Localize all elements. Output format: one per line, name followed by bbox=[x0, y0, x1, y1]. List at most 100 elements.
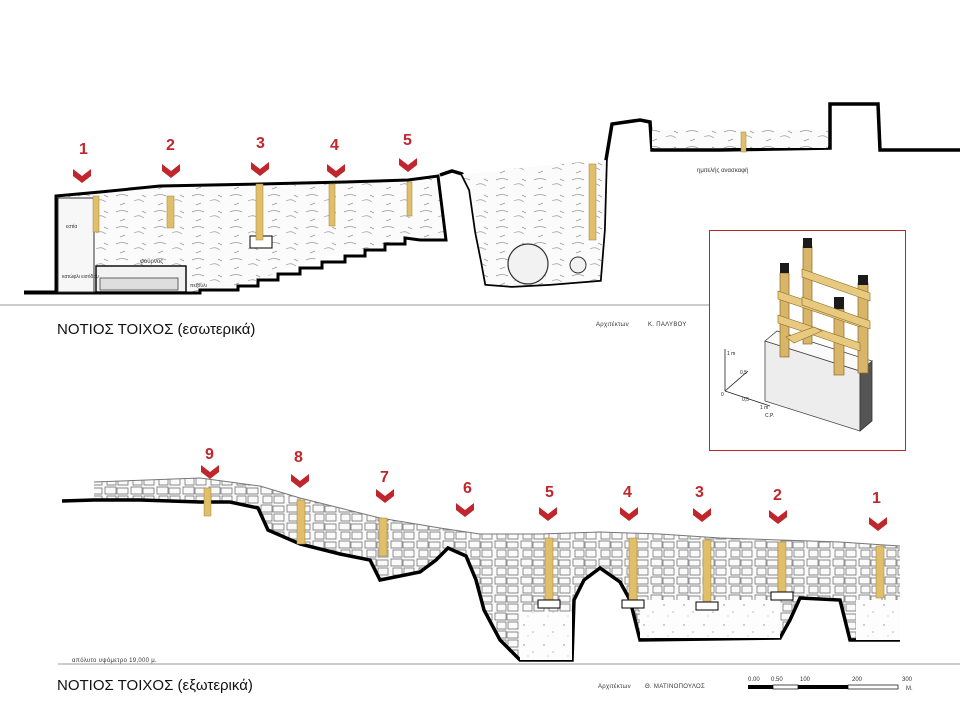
bottom-marker-2-chevron bbox=[769, 510, 787, 524]
post-cap-3 bbox=[834, 297, 844, 309]
axis-label-1m-vertical: 1 m bbox=[727, 351, 735, 357]
top-elevation bbox=[0, 102, 960, 306]
bottom-beam-4 bbox=[628, 537, 638, 601]
scale-seg-2 bbox=[772, 684, 799, 690]
scale-bar: 0.00 0.50 100 200 300 M. bbox=[748, 677, 913, 692]
partial-excavation-label: ημιτελής ανασκαφή bbox=[697, 167, 748, 174]
threshold-label: κατώφλι εισόδου bbox=[62, 273, 99, 280]
top-marker-1-number: 1 bbox=[79, 141, 88, 158]
top-marker-1-chevron bbox=[73, 169, 91, 183]
top-marker-4: 4 bbox=[327, 137, 345, 178]
top-marker-3-number: 3 bbox=[256, 135, 265, 152]
top-marker-1: 1 bbox=[73, 141, 91, 183]
round-stone bbox=[569, 256, 587, 274]
post-cap-2 bbox=[803, 238, 812, 248]
bottom-marker-9: 9 bbox=[201, 446, 219, 479]
beam-base-4 bbox=[621, 599, 645, 609]
bottom-marker-4: 4 bbox=[620, 484, 638, 521]
bottom-marker-6: 6 bbox=[456, 480, 474, 517]
bottom-architect-label: Αρχιτέκτων bbox=[598, 684, 631, 690]
top-marker-2: 2 bbox=[162, 137, 180, 178]
rubble-zone-c bbox=[856, 600, 900, 640]
beam-bases bbox=[537, 591, 794, 611]
bottom-marker-9-number: 9 bbox=[205, 446, 214, 463]
top-marker-2-number: 2 bbox=[166, 137, 175, 154]
bottom-marker-3-chevron bbox=[693, 508, 711, 522]
top-marker-4-number: 4 bbox=[330, 137, 339, 154]
bottom-beam-2 bbox=[777, 541, 787, 593]
top-beam-5 bbox=[406, 181, 413, 217]
bottom-marker-5-chevron bbox=[539, 507, 557, 521]
bottom-marker-8-number: 8 bbox=[294, 449, 303, 466]
bottom-marker-2-number: 2 bbox=[773, 487, 782, 504]
top-wall-body bbox=[24, 176, 446, 292]
top-beam-partial bbox=[740, 131, 747, 153]
top-beam-4 bbox=[328, 183, 336, 227]
bottom-marker-6-number: 6 bbox=[463, 480, 472, 497]
rubble-zone-a bbox=[520, 612, 572, 660]
hearth-label: εστία bbox=[66, 224, 77, 230]
beam-base-5 bbox=[537, 599, 561, 609]
bottom-elevation: 0.00 0.50 100 200 300 M. bbox=[58, 477, 960, 692]
bottom-marker-9-chevron bbox=[201, 465, 219, 479]
beam-base-2 bbox=[770, 591, 794, 601]
bottom-architect-name: Θ. ΜΑΤΙΝΟΠΟΥΛΟΣ bbox=[645, 684, 706, 690]
bottom-marker-7-chevron bbox=[376, 489, 394, 503]
bottom-marker-6-chevron bbox=[456, 503, 474, 517]
bottom-caption: ΝΟΤΙΟΣ ΤΟΙΧΟΣ (εξωτερικά) bbox=[57, 677, 253, 694]
top-architect-name: Κ. ΠΑΛΥΒΟΥ bbox=[648, 322, 687, 328]
top-caption: ΝΟΤΙΟΣ ΤΟΙΧΟΣ (εσωτερικά) bbox=[57, 321, 256, 338]
top-marker-3-chevron bbox=[251, 162, 269, 176]
bottom-top-edge bbox=[93, 477, 901, 547]
oven-chamber bbox=[99, 277, 179, 291]
bottom-beam-3 bbox=[702, 539, 712, 603]
axis-label-05-a: 0,5 bbox=[740, 370, 747, 376]
bottom-marker-3-number: 3 bbox=[695, 484, 704, 501]
bottom-marker-1-chevron bbox=[869, 517, 887, 531]
top-beams bbox=[92, 131, 747, 241]
bottom-profile-outline bbox=[61, 498, 900, 662]
top-beam-pit bbox=[588, 163, 597, 241]
top-beam-2 bbox=[166, 195, 175, 229]
post-caps bbox=[780, 238, 868, 309]
bottom-beam-5 bbox=[544, 537, 554, 601]
bottom-beam-8 bbox=[296, 499, 306, 545]
scale-tick-4: 300 bbox=[902, 677, 913, 683]
bottom-marker-4-number: 4 bbox=[623, 484, 632, 501]
bottom-marker-1: 1 bbox=[869, 490, 887, 531]
partial-excavation-strip bbox=[652, 130, 828, 148]
post-cap-4 bbox=[858, 275, 868, 285]
scale-tick-0: 0.00 bbox=[748, 677, 760, 683]
bottom-marker-8-chevron bbox=[291, 474, 309, 488]
frame-rail-4 bbox=[801, 296, 871, 330]
top-pit-fill bbox=[462, 160, 606, 286]
top-architect-label: Αρχιτέκτων bbox=[596, 322, 629, 328]
bottom-beam-9 bbox=[203, 487, 212, 517]
top-markers: 1 2 3 4 5 bbox=[73, 132, 417, 183]
axis-gizmo bbox=[724, 349, 771, 407]
beam-base-3 bbox=[695, 601, 719, 611]
bench-label: πεζούλι bbox=[190, 282, 207, 289]
bottom-beams bbox=[203, 487, 885, 603]
top-marker-4-chevron bbox=[327, 164, 345, 178]
axis-label-1m-horizontal: 1 m bbox=[760, 405, 768, 411]
top-beam-3 bbox=[255, 183, 264, 241]
scale-seg-4 bbox=[847, 684, 899, 690]
bottom-marker-7-number: 7 bbox=[380, 469, 389, 486]
post-cap-1 bbox=[780, 263, 789, 273]
frame-rails bbox=[777, 268, 871, 352]
scale-tick-1: 0.50 bbox=[771, 677, 783, 683]
scale-unit: M. bbox=[906, 686, 913, 692]
frame-rail-3 bbox=[801, 268, 871, 302]
doorway-jamb bbox=[57, 197, 95, 293]
bottom-marker-3: 3 bbox=[693, 484, 711, 522]
timber-frame-isometric: 1 m 0,5 0,5 0 1 m C.P. bbox=[721, 238, 873, 432]
bottom-marker-5-number: 5 bbox=[545, 484, 554, 501]
bottom-marker-2: 2 bbox=[769, 487, 787, 524]
axis-diagonal bbox=[724, 370, 749, 392]
axis-label-cp: C.P. bbox=[765, 413, 774, 419]
axis-label-0: 0 bbox=[721, 392, 724, 398]
scale-seg-1 bbox=[748, 685, 773, 689]
